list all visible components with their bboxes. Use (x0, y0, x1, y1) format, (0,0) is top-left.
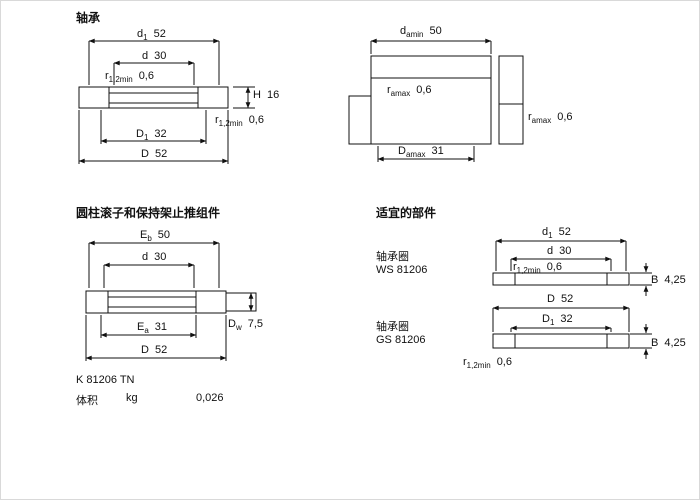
assembly-right-cut (195, 290, 227, 314)
roller-profile (225, 292, 257, 312)
ws-left-cut (492, 272, 516, 286)
gs-designation: GS 81206 (376, 334, 426, 346)
abutment-outline (370, 55, 492, 145)
ws-washer-body (492, 272, 630, 286)
assembly-section-body (85, 290, 257, 314)
gs-right-cut (606, 333, 630, 349)
gs-left-cut (492, 333, 516, 349)
ws-ring-label: 轴承圈 (376, 251, 409, 263)
mass-unit: kg (126, 392, 138, 404)
components-title: 适宜的部件 (376, 206, 437, 220)
bearing-right-cut (197, 86, 229, 109)
bearing-left-cut (78, 86, 110, 109)
mass-label: 体积 (76, 395, 98, 407)
assembly-left-cut (85, 290, 109, 314)
ws-right-cut (606, 272, 630, 286)
mass-value: 0,026 (196, 392, 224, 404)
abutment-body (348, 55, 524, 145)
ws-designation: WS 81206 (376, 264, 428, 276)
assembly-title: 圆柱滚子和保持架止推组件 (76, 206, 221, 220)
shaft-shoulder-block (348, 95, 372, 145)
gs-ring-label: 轴承圈 (376, 321, 409, 333)
bearing-title: 轴承 (76, 11, 101, 25)
gs-washer-body (492, 333, 630, 349)
bearing-section-body (78, 86, 229, 109)
housing-shoulder-block (498, 103, 524, 145)
housing-washer-block (498, 55, 524, 105)
assembly-designation: K 81206 TN (76, 374, 135, 386)
